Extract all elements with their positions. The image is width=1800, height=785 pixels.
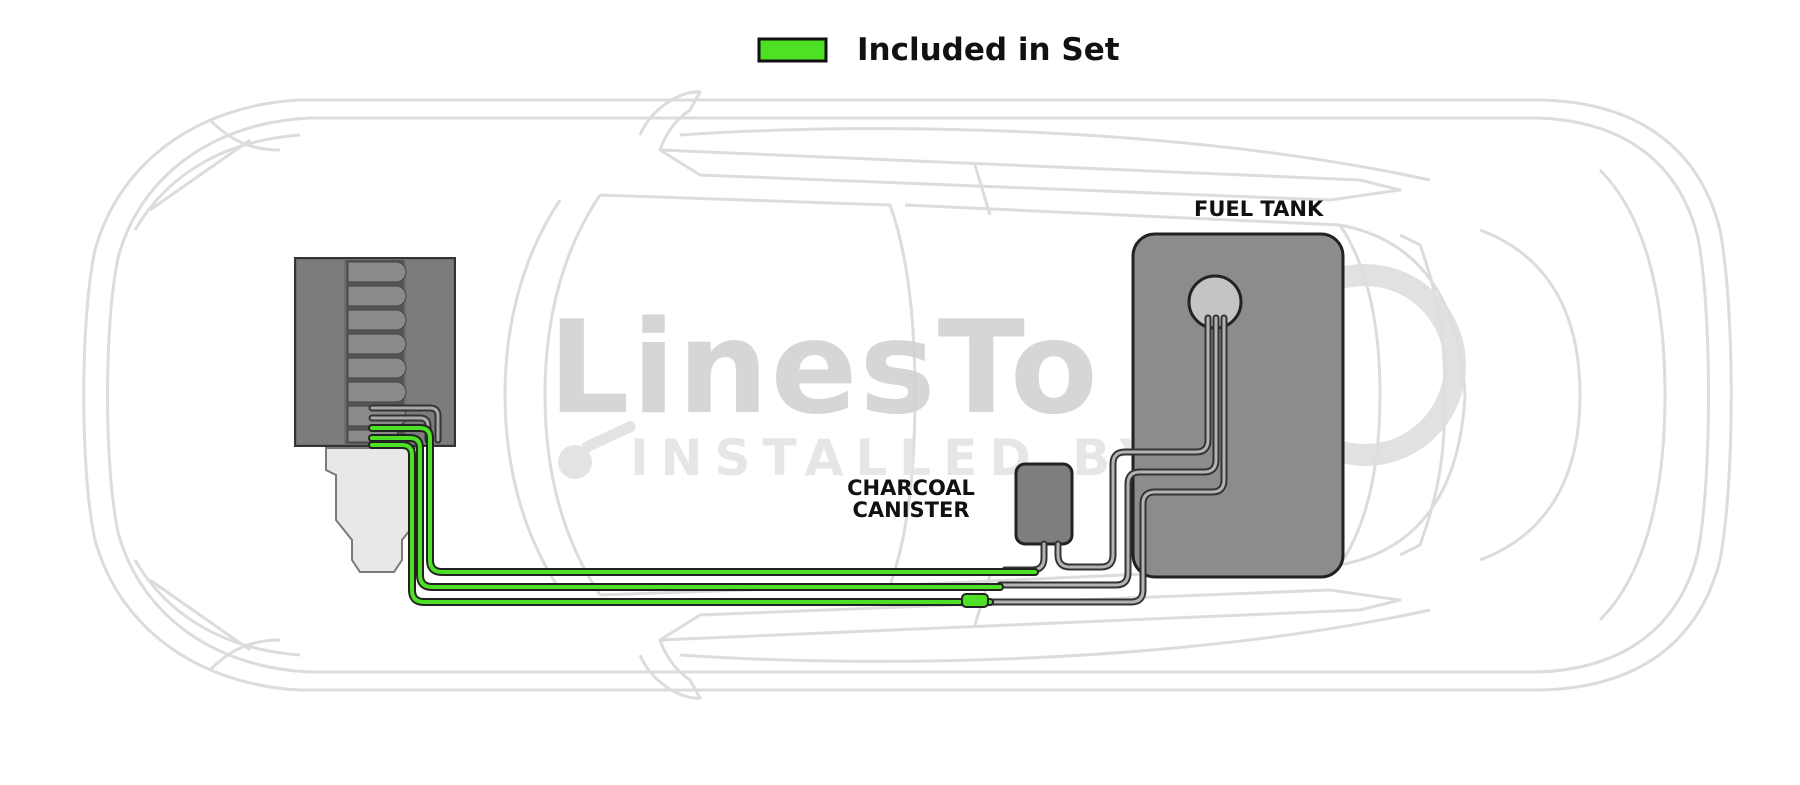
legend-label: Included in Set bbox=[857, 32, 1120, 68]
fuel-tank-body bbox=[1131, 232, 1345, 579]
engine bbox=[294, 257, 456, 573]
watermark-brand: LinesTo bbox=[548, 294, 1100, 443]
wrench-icon bbox=[558, 421, 636, 479]
charcoal-canister-label-line2: CANISTER bbox=[852, 498, 969, 522]
legend: Included in Set bbox=[757, 32, 1120, 68]
fuel-tank bbox=[1131, 232, 1345, 579]
included-lines bbox=[368, 424, 1039, 608]
charcoal-canister bbox=[1014, 462, 1074, 546]
car-outline bbox=[82, 90, 1733, 700]
existing-lines bbox=[368, 314, 1228, 606]
fuel-tank-label: FUEL TANK bbox=[1194, 197, 1324, 221]
fuel-filter bbox=[961, 593, 989, 608]
charcoal-canister-label-line1: CHARCOAL bbox=[847, 476, 975, 500]
transmission bbox=[325, 447, 419, 573]
legend-swatch bbox=[757, 37, 828, 63]
cylinders bbox=[347, 261, 407, 443]
